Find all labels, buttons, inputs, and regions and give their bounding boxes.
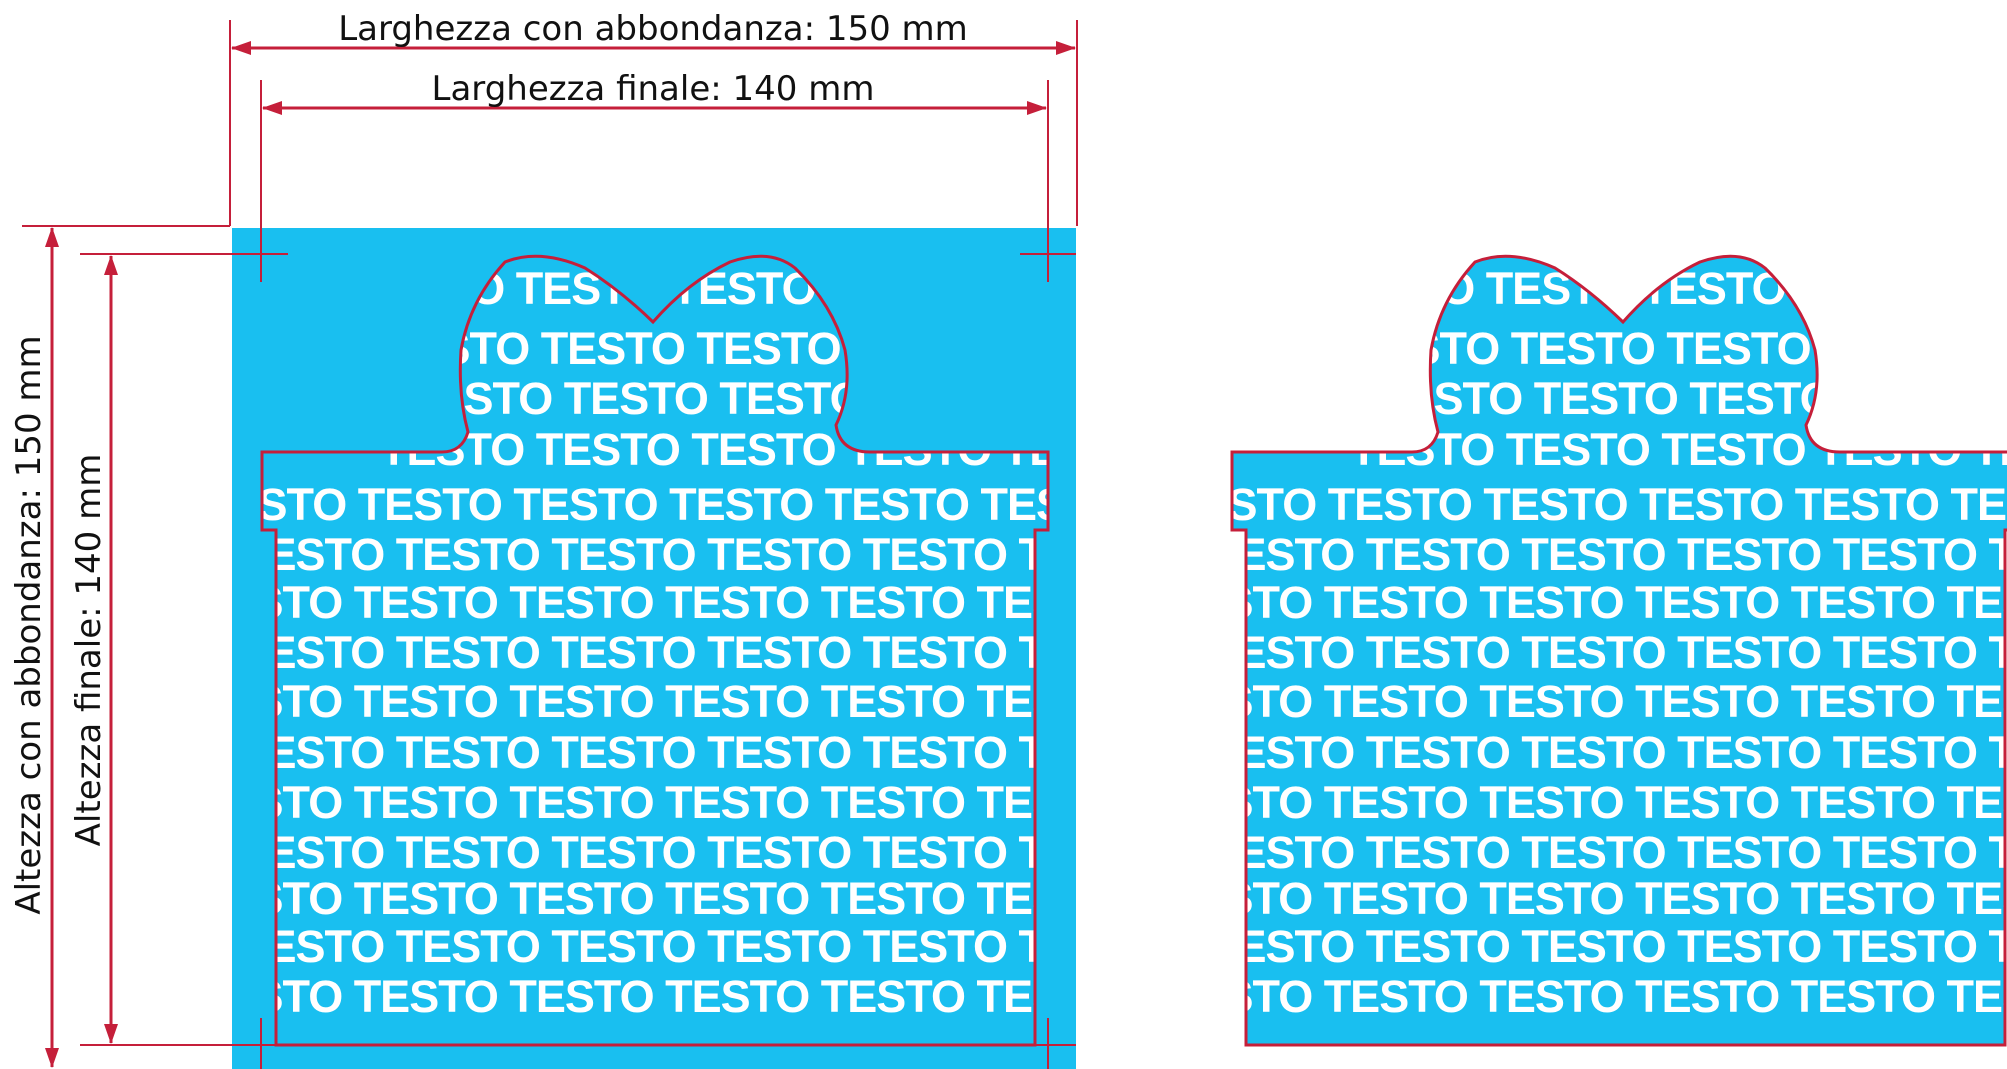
fill-text-line: TESTO TESTO TESTO TESTO TESTO TESTO TEST… <box>240 921 1630 972</box>
fill-text-line: TESTO TESTO TESTO TESTO TESTO TESTO TEST… <box>202 479 1592 530</box>
fill-text-line: TESTO TESTO TESTO TESTO TESTO TESTO TEST… <box>198 577 1588 628</box>
fill-text-line: TESTO TESTO TESTO TESTO TESTO TESTO TEST… <box>1330 263 2007 314</box>
fill-text-line: TESTO TESTO TESTO TESTO TESTO TESTO TEST… <box>1210 529 2007 580</box>
fill-text-line: TESTO TESTO TESTO TESTO TESTO TESTO TEST… <box>198 777 1588 828</box>
bleed-area <box>232 228 1076 1069</box>
fill-text-line: TESTO TESTO TESTO TESTO TESTO TESTO TEST… <box>1168 873 2007 924</box>
height-final-label: Altezza finale: 140 mm <box>69 454 109 847</box>
fill-text-line: TESTO TESTO TESTO TESTO TESTO TESTO TEST… <box>1210 627 2007 678</box>
extension-lines <box>22 20 1078 1046</box>
fill-text-line: TESTO TESTO TESTO TESTO TESTO TESTO TEST… <box>1210 727 2007 778</box>
fill-text-line: TESTO TESTO TESTO TESTO TESTO TESTO TEST… <box>1378 373 2007 424</box>
fill-text-line: TESTO TESTO TESTO TESTO TESTO TESTO TEST… <box>240 727 1630 778</box>
fill-text-line: TESTO TESTO TESTO TESTO TESTO TESTO TEST… <box>240 827 1630 878</box>
fill-text-line: TESTO TESTO TESTO TESTO TESTO TESTO TEST… <box>240 529 1630 580</box>
fill-text-line: TESTO TESTO TESTO TESTO TESTO TESTO TEST… <box>1210 827 2007 878</box>
fill-text-line: TESTO TESTO TESTO TESTO TESTO TESTO TEST… <box>1168 676 2007 727</box>
fill-text-line: TESTO TESTO TESTO TESTO TESTO TESTO TEST… <box>1355 323 2007 374</box>
fill-text-line: TESTO TESTO TESTO TESTO TESTO TESTO TEST… <box>240 627 1630 678</box>
fill-text-line: TESTO TESTO TESTO TESTO TESTO TESTO TEST… <box>198 971 1588 1022</box>
width-bleed-label: Larghezza con abbondanza: 150 mm <box>338 9 968 49</box>
fill-text-line: TESTO TESTO TESTO TESTO TESTO TESTO TEST… <box>198 676 1588 727</box>
fill-text-line: TESTO TESTO TESTO TESTO TESTO TESTO TEST… <box>1168 971 2007 1022</box>
fill-text-line: TESTO TESTO TESTO TESTO TESTO TESTO TEST… <box>1168 577 2007 628</box>
width-final-label: Larghezza finale: 140 mm <box>432 69 875 109</box>
height-bleed-label: Altezza con abbondanza: 150 mm <box>9 335 49 914</box>
fill-text-group-right: TESTO TESTO TESTO TESTO TESTO TESTO TEST… <box>1168 263 2007 1022</box>
fill-text-line: TESTO TESTO TESTO TESTO TESTO TESTO TEST… <box>1172 479 2007 530</box>
fill-text-line: TESTO TESTO TESTO TESTO TESTO TESTO TEST… <box>1210 921 2007 972</box>
fill-text-line: TESTO TESTO TESTO TESTO TESTO TESTO TEST… <box>1350 424 2007 475</box>
fill-text-line: TESTO TESTO TESTO TESTO TESTO TESTO TEST… <box>1168 777 2007 828</box>
fill-text-line: TESTO TESTO TESTO TESTO TESTO TESTO TEST… <box>198 873 1588 924</box>
